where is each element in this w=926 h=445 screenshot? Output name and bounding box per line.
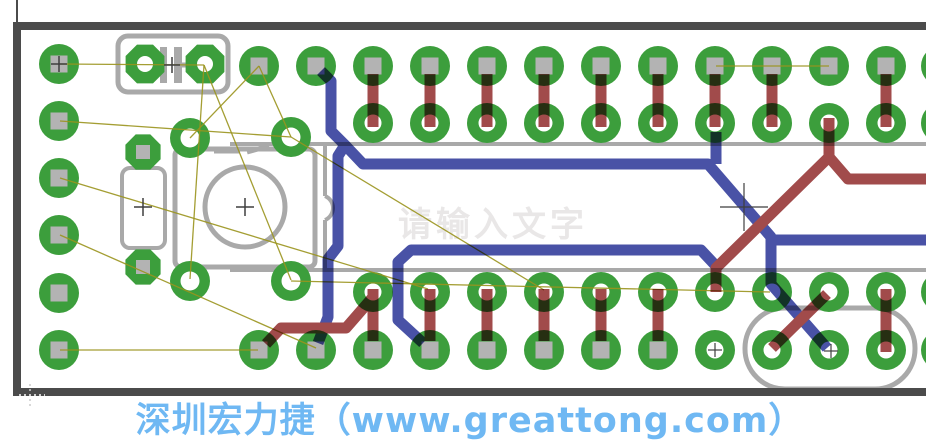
airwire: [189, 65, 260, 139]
board-edge: [13, 388, 926, 396]
pad: [921, 336, 926, 364]
board-edge: [16, 0, 18, 22]
placeholder-watermark: 请输入文字: [398, 205, 588, 245]
trace-top-layer: [261, 293, 378, 348]
trace-top-layer: [824, 153, 926, 185]
airwire: [59, 177, 429, 290]
trace-top-layer: [768, 290, 831, 352]
board-edge: [13, 22, 926, 30]
pad: [921, 52, 926, 80]
copper-traces: [261, 67, 926, 352]
pad: [921, 278, 926, 306]
pad: [921, 109, 926, 137]
airwire: [203, 64, 292, 281]
airwire: [290, 280, 771, 293]
crosshair-markers: [51, 56, 838, 358]
trace-bottom-layer: [312, 142, 350, 345]
trace-bottom-layer: [317, 67, 832, 352]
airwire: [258, 65, 292, 138]
airwire: [59, 120, 292, 138]
trace-top-layer: [710, 118, 835, 292]
board-edge: [13, 22, 21, 396]
board-border: [13, 0, 926, 408]
company-caption: 深圳宏力捷（www.greattong.com）: [135, 401, 805, 441]
airwire: [189, 64, 205, 280]
